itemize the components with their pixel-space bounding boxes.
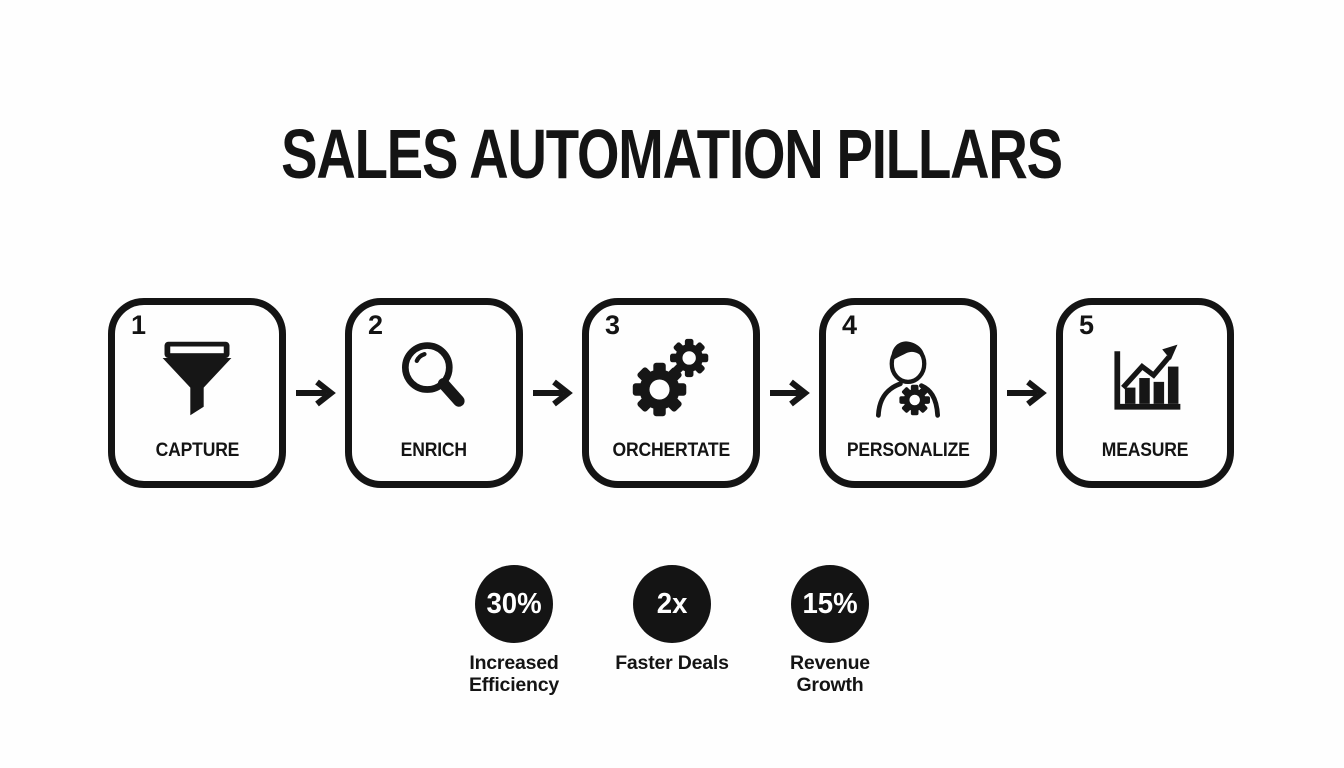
stat-label: Revenue Growth — [790, 652, 870, 697]
arrow-right-icon — [295, 379, 336, 407]
stat-value: 15% — [802, 587, 858, 620]
stat-badge: 15% — [791, 565, 869, 643]
pillar-orchestrate: 3 — [582, 298, 760, 488]
stat-increased-efficiency: 30% Increased Efficiency — [435, 565, 593, 696]
stat-badge: 2x — [633, 565, 711, 643]
flow-connector — [760, 298, 819, 488]
arrow-right-icon — [769, 379, 810, 407]
stat-value: 2x — [656, 587, 688, 620]
stat-faster-deals: 2x Faster Deals — [593, 565, 751, 696]
pillar-enrich: 2 ENRICH — [345, 298, 523, 488]
arrow-right-icon — [1006, 379, 1047, 407]
page-title: SALES AUTOMATION PILLARS — [0, 119, 1344, 189]
gears-icon — [589, 329, 753, 429]
stat-label: Increased Efficiency — [468, 652, 560, 697]
step-label-wrap: MEASURE — [1063, 438, 1227, 461]
funnel-icon — [115, 329, 279, 429]
step-label: MEASURE — [1101, 438, 1189, 461]
step-label-wrap: CAPTURE — [115, 438, 279, 461]
stats-row: 30% Increased Efficiency 2x Faster Deals… — [0, 565, 1344, 696]
pillar-personalize: 4 — [819, 298, 997, 488]
step-label-wrap: ENRICH — [352, 438, 516, 461]
step-number: 3 — [605, 310, 621, 340]
person-gear-icon — [826, 329, 990, 429]
arrow-right-icon — [532, 379, 573, 407]
step-label: ORCHERTATE — [612, 438, 730, 461]
pillar-measure: 5 MEASURE — [1056, 298, 1234, 488]
stat-revenue-growth: 15% Revenue Growth — [751, 565, 909, 696]
step-label-wrap: ORCHERTATE — [589, 438, 753, 461]
step-number: 4 — [842, 310, 858, 340]
step-number: 5 — [1079, 310, 1095, 340]
stat-value: 30% — [486, 587, 542, 620]
magnifier-icon — [352, 329, 516, 429]
stat-badge: 30% — [475, 565, 553, 643]
step-label-wrap: PERSONALIZE — [826, 438, 990, 461]
flow-connector — [997, 298, 1056, 488]
pillar-flow: 1 CAPTURE 2 — [108, 298, 1234, 488]
step-label: PERSONALIZE — [846, 438, 970, 461]
flow-connector — [523, 298, 582, 488]
bar-chart-growth-icon — [1063, 329, 1227, 429]
pillar-capture: 1 CAPTURE — [108, 298, 286, 488]
step-label: CAPTURE — [155, 438, 239, 461]
step-number: 2 — [368, 310, 384, 340]
step-label: ENRICH — [400, 438, 468, 461]
page-title-text: SALES AUTOMATION PILLARS — [281, 115, 1064, 193]
step-number: 1 — [131, 310, 147, 340]
flow-connector — [286, 298, 345, 488]
stat-label: Faster Deals — [615, 652, 729, 674]
